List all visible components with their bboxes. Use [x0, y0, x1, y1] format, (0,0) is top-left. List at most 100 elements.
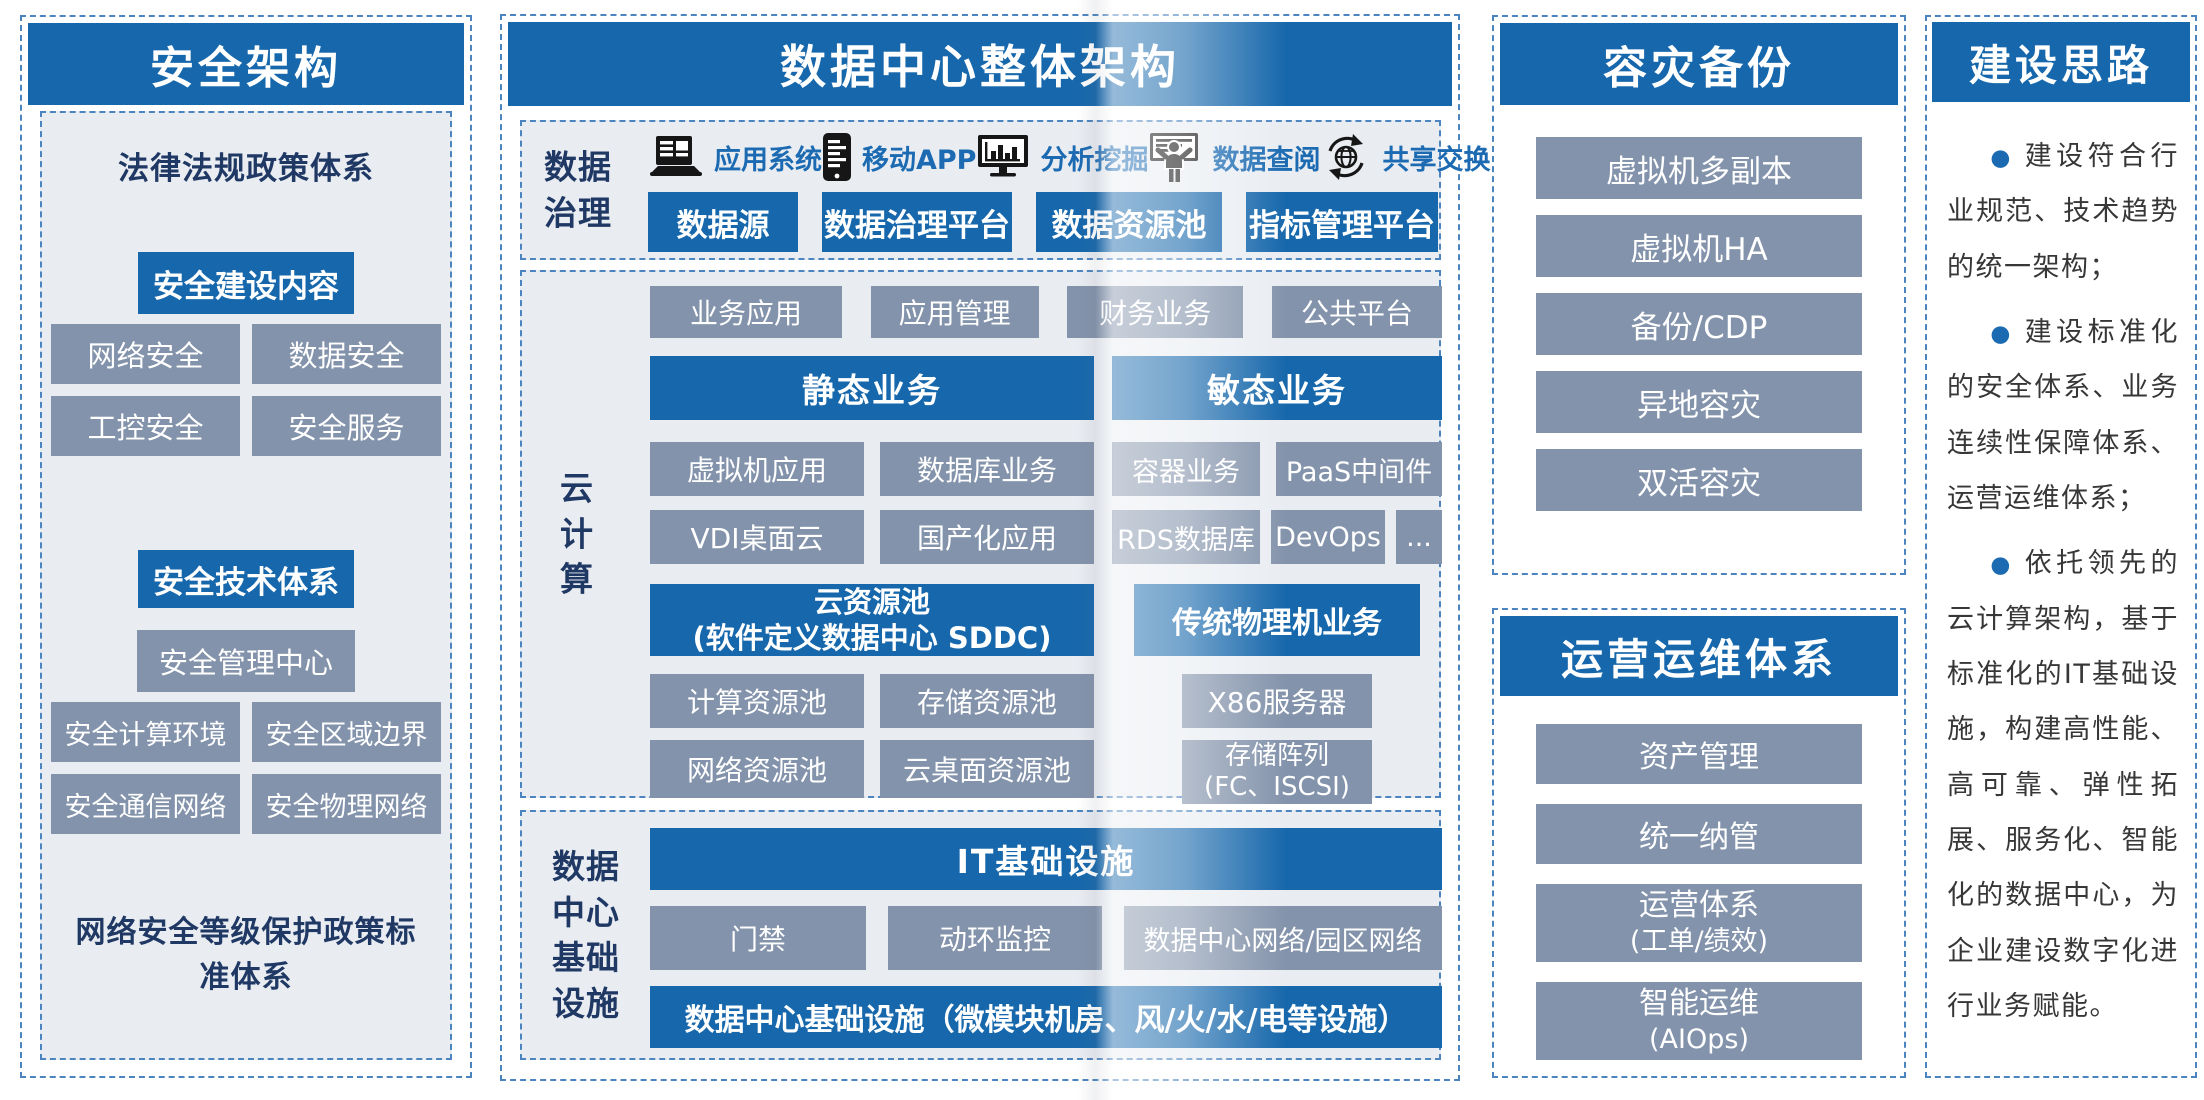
analytics-icon	[978, 135, 1029, 177]
infra-label-line: 设施	[552, 983, 620, 1023]
construction-ideas-title: 建设思路	[1968, 40, 2153, 90]
security-tech-title-box: 安全技术体系	[138, 550, 354, 608]
cloud-app-box: 公共平台	[1271, 286, 1442, 338]
security-build-item: 数据安全	[252, 324, 441, 384]
agile-row-2: RDS数据库 DevOps ...	[1112, 510, 1442, 564]
static-row-1: 虚拟机应用 数据库业务	[650, 442, 1094, 496]
cloud-row-4: VDI桌面云 国产化应用 RDS数据库 DevOps ...	[650, 510, 1442, 564]
physical-business-box: 传统物理机业务	[1134, 584, 1420, 656]
agile-business-box: 敏态业务	[1112, 356, 1442, 420]
infra-item: 数据中心网络/园区网络	[1124, 906, 1442, 970]
pool-row-2: 网络资源池 云桌面资源池	[650, 740, 1094, 804]
security-build-row-2: 工控安全 安全服务	[51, 396, 441, 456]
bullet-dot: ●	[1990, 321, 2015, 348]
channel-app-system: 应用系统	[648, 134, 822, 181]
security-build-title-box: 安全建设内容	[138, 252, 354, 314]
data-governance-label: 数据 治理	[544, 144, 612, 235]
disaster-item: 虚拟机HA	[1536, 215, 1862, 277]
cloud-row-7: 网络资源池 云桌面资源池 存储阵列 (FC、ISCSI)	[650, 740, 1442, 804]
cloud-pool-title-line1: 云资源池	[813, 584, 930, 619]
idea-text: 建设符合行业规范、技术趋势的统一架构；	[1947, 141, 2180, 283]
security-build-row-1: 网络安全 数据安全	[51, 324, 441, 384]
security-architecture-header: 安全架构	[28, 23, 464, 105]
platform-box: 数据源	[648, 192, 798, 252]
it-infrastructure-bar: IT基础设施	[650, 828, 1442, 890]
cloud-app-box: 应用管理	[870, 286, 1039, 338]
operations-item: 统一纳管	[1536, 804, 1862, 864]
security-tech-row-2: 安全通信网络 安全物理网络	[51, 774, 441, 834]
channel-label: 应用系统	[714, 144, 822, 176]
pool-item: 存储资源池	[880, 674, 1094, 728]
governance-platforms-row: 数据源 数据治理平台 数据资源池 指标管理平台	[648, 192, 1438, 252]
security-build-item: 安全服务	[252, 396, 441, 456]
agile-item: 容器业务	[1112, 442, 1260, 496]
channel-share-exchange: 共享交换	[1320, 131, 1490, 183]
infra-label-line: 中心	[552, 892, 620, 932]
disaster-item: 虚拟机多副本	[1536, 137, 1862, 199]
security-standard-title: 网络安全等级保护政策标准体系	[75, 915, 417, 995]
security-build-item: 网络安全	[51, 324, 240, 384]
channel-label: 移动APP	[862, 144, 977, 176]
cloud-label-char: 云	[560, 468, 594, 508]
pool-item: 云桌面资源池	[880, 740, 1094, 798]
platform-box: 数据治理平台	[822, 192, 1012, 252]
security-architecture-section: 安全架构 法律法规政策体系 安全建设内容 网络安全 数据安全 工控安全 安全服务…	[20, 15, 472, 1078]
static-row-2: VDI桌面云 国产化应用	[650, 510, 1094, 564]
infra-label-line: 数据	[552, 846, 620, 886]
bullet-dot: ●	[1990, 552, 2015, 579]
agile-item-more: ...	[1396, 510, 1442, 564]
operations-item-line: 运营体系	[1639, 888, 1759, 924]
security-panel: 法律法规政策体系 安全建设内容 网络安全 数据安全 工控安全 安全服务 安全技术…	[40, 111, 452, 1060]
operations-title: 运营运维体系	[1560, 634, 1837, 684]
cloud-app-box: 财务业务	[1067, 286, 1244, 338]
construction-ideas-body: ●建设符合行业规范、技术趋势的统一架构； ●建设标准化的安全体系、业务连续性保障…	[1947, 129, 2179, 1045]
pool-item: 网络资源池	[650, 740, 864, 798]
disaster-recovery-header: 容灾备份	[1500, 23, 1898, 105]
cloud-pool-title-row: 云资源池 (软件定义数据中心 SDDC) 传统物理机业务	[650, 584, 1442, 656]
storage-wrap: 存储阵列 (FC、ISCSI)	[1112, 740, 1442, 804]
platform-box: 指标管理平台	[1246, 192, 1438, 252]
security-build-item: 工控安全	[51, 396, 240, 456]
data-governance-box: 数据 治理 应用系统	[520, 120, 1490, 260]
cloud-computing-label: 云 计 算	[560, 466, 594, 603]
infrastructure-box: 数据 中心 基础 设施 IT基础设施 门禁 动环监控 数据中心网络/园区网络 数…	[520, 810, 1442, 1060]
governance-channels-row: 应用系统 移动APP	[648, 128, 1490, 186]
disaster-recovery-section: 容灾备份 虚拟机多副本 虚拟机HA 备份/CDP 异地容灾 双活容灾	[1492, 15, 1906, 575]
datacenter-header: 数据中心整体架构	[508, 22, 1452, 106]
security-tech-item: 安全计算环境	[51, 702, 240, 762]
server-wrap: X86服务器	[1112, 674, 1442, 728]
static-item: VDI桌面云	[650, 510, 864, 564]
static-item: 虚拟机应用	[650, 442, 864, 496]
agile-item: DevOps	[1271, 510, 1385, 564]
static-item: 国产化应用	[880, 510, 1094, 564]
datacenter-architecture-section: 数据中心整体架构 数据 治理 应用系统	[500, 14, 1490, 1081]
disaster-item: 备份/CDP	[1536, 293, 1862, 355]
platform-box: 数据资源池	[1036, 192, 1222, 252]
disaster-recovery-title: 容灾备份	[1603, 43, 1795, 94]
disaster-items: 虚拟机多副本 虚拟机HA 备份/CDP 异地容灾 双活容灾	[1494, 137, 1904, 511]
channel-label: 共享交换	[1382, 144, 1491, 176]
share-exchange-icon	[1328, 134, 1365, 180]
data-governance-label-line: 治理	[544, 193, 612, 232]
security-tech-item: 安全通信网络	[51, 774, 240, 834]
storage-array-box: 存储阵列 (FC、ISCSI)	[1182, 740, 1372, 804]
bullet-dot: ●	[1990, 145, 2015, 171]
security-architecture-title: 安全架构	[150, 43, 342, 94]
app-system-icon	[650, 135, 702, 176]
datacenter-title: 数据中心整体架构	[780, 40, 1180, 94]
data-review-icon	[1150, 133, 1199, 182]
channel-analytics: 分析挖掘	[976, 133, 1148, 181]
construction-ideas-section: 建设思路 ●建设符合行业规范、技术趋势的统一架构； ●建设标准化的安全体系、业务…	[1925, 15, 2197, 1078]
idea-text: 建设标准化的安全体系、业务连续性保障体系、运营运维体系；	[1947, 317, 2180, 515]
operations-item-line: 统一纳管	[1639, 820, 1759, 855]
infra-label-line: 基础	[552, 938, 620, 977]
infra-item: 动环监控	[888, 906, 1102, 970]
idea-bullet: ●建设标准化的安全体系、业务连续性保障体系、运营运维体系；	[1947, 305, 2179, 526]
pool-item: 计算资源池	[650, 674, 864, 728]
idea-text: 依托领先的云计算架构，基于标准化的IT基础设施，构建高性能、高可靠、弹性拓展、服…	[1947, 548, 2180, 1023]
operations-item-line: 智能运维	[1639, 986, 1759, 1022]
cloud-pool-title-box: 云资源池 (软件定义数据中心 SDDC)	[650, 584, 1094, 656]
operations-item-line: (AIOps)	[1649, 1023, 1749, 1055]
operations-item-line: 资产管理	[1639, 740, 1759, 775]
channel-label: 数据查阅	[1212, 144, 1321, 176]
